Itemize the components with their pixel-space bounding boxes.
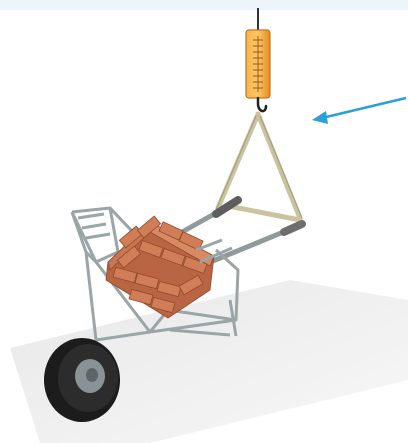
pointer-arrow [312, 98, 406, 124]
spring-scale [246, 30, 270, 98]
scale-hook [258, 98, 266, 111]
wheel [44, 338, 120, 422]
